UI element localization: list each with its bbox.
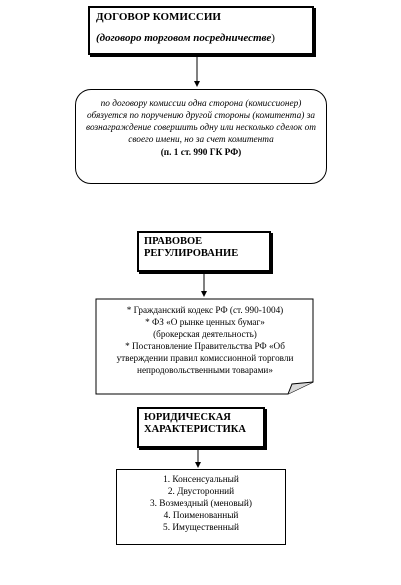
regulation-item: * Постановление Правительства РФ «Об утв… (116, 341, 294, 375)
characteristics-list: 1. Консенсуальный 2. Двусторонний 3. Воз… (116, 469, 286, 545)
characteristics-heading-line1: ЮРИДИЧЕСКАЯ (144, 412, 231, 423)
regulation-item: * ФЗ «О рынке ценных бумаг» (145, 317, 265, 327)
regulation-item: (брокерская деятельность) (153, 329, 257, 339)
contract-title: ДОГОВОР КОМИССИИ (96, 11, 221, 23)
regulation-heading-line1: ПРАВОВОЕ (144, 236, 203, 247)
regulation-item: * Гражданский кодекс РФ (ст. 990-1004) (126, 305, 284, 315)
regulation-heading-line2: РЕГУЛИРОВАНИЕ (144, 248, 239, 259)
definition-text: по договору комиссии одна сторона (комис… (86, 99, 316, 145)
definition-reference: (п. 1 ст. 990 ГК РФ) (160, 148, 242, 158)
contract-subtitle-italic: (договоро торговом посредничестве (96, 32, 272, 44)
characteristics-heading-box: ЮРИДИЧЕСКАЯ ХАРАКТЕРИСТИКА (137, 407, 265, 448)
regulation-heading-box: ПРАВОВОЕ РЕГУЛИРОВАНИЕ (137, 231, 271, 272)
contract-subtitle-tail: ) (271, 32, 275, 44)
note-fold-corner (287, 381, 314, 395)
contract-title-box: ДОГОВОР КОМИССИИ (договоро торговом поср… (88, 6, 314, 55)
characteristics-heading-line2: ХАРАКТЕРИСТИКА (144, 424, 246, 435)
characteristic-item: 1. Консенсуальный (163, 475, 239, 485)
characteristic-item: 2. Двусторонний (167, 487, 235, 497)
definition-box: по договору комиссии одна сторона (комис… (75, 89, 327, 184)
characteristic-item: 3. Возмездный (меновый) (149, 499, 252, 509)
contract-subtitle: (договоро торговом посредничестве) (96, 32, 306, 44)
characteristic-item: 4. Поименованный (163, 511, 239, 521)
characteristic-item: 5. Имущественный (163, 523, 239, 533)
regulation-list: * Гражданский кодекс РФ (ст. 990-1004) *… (98, 300, 312, 382)
